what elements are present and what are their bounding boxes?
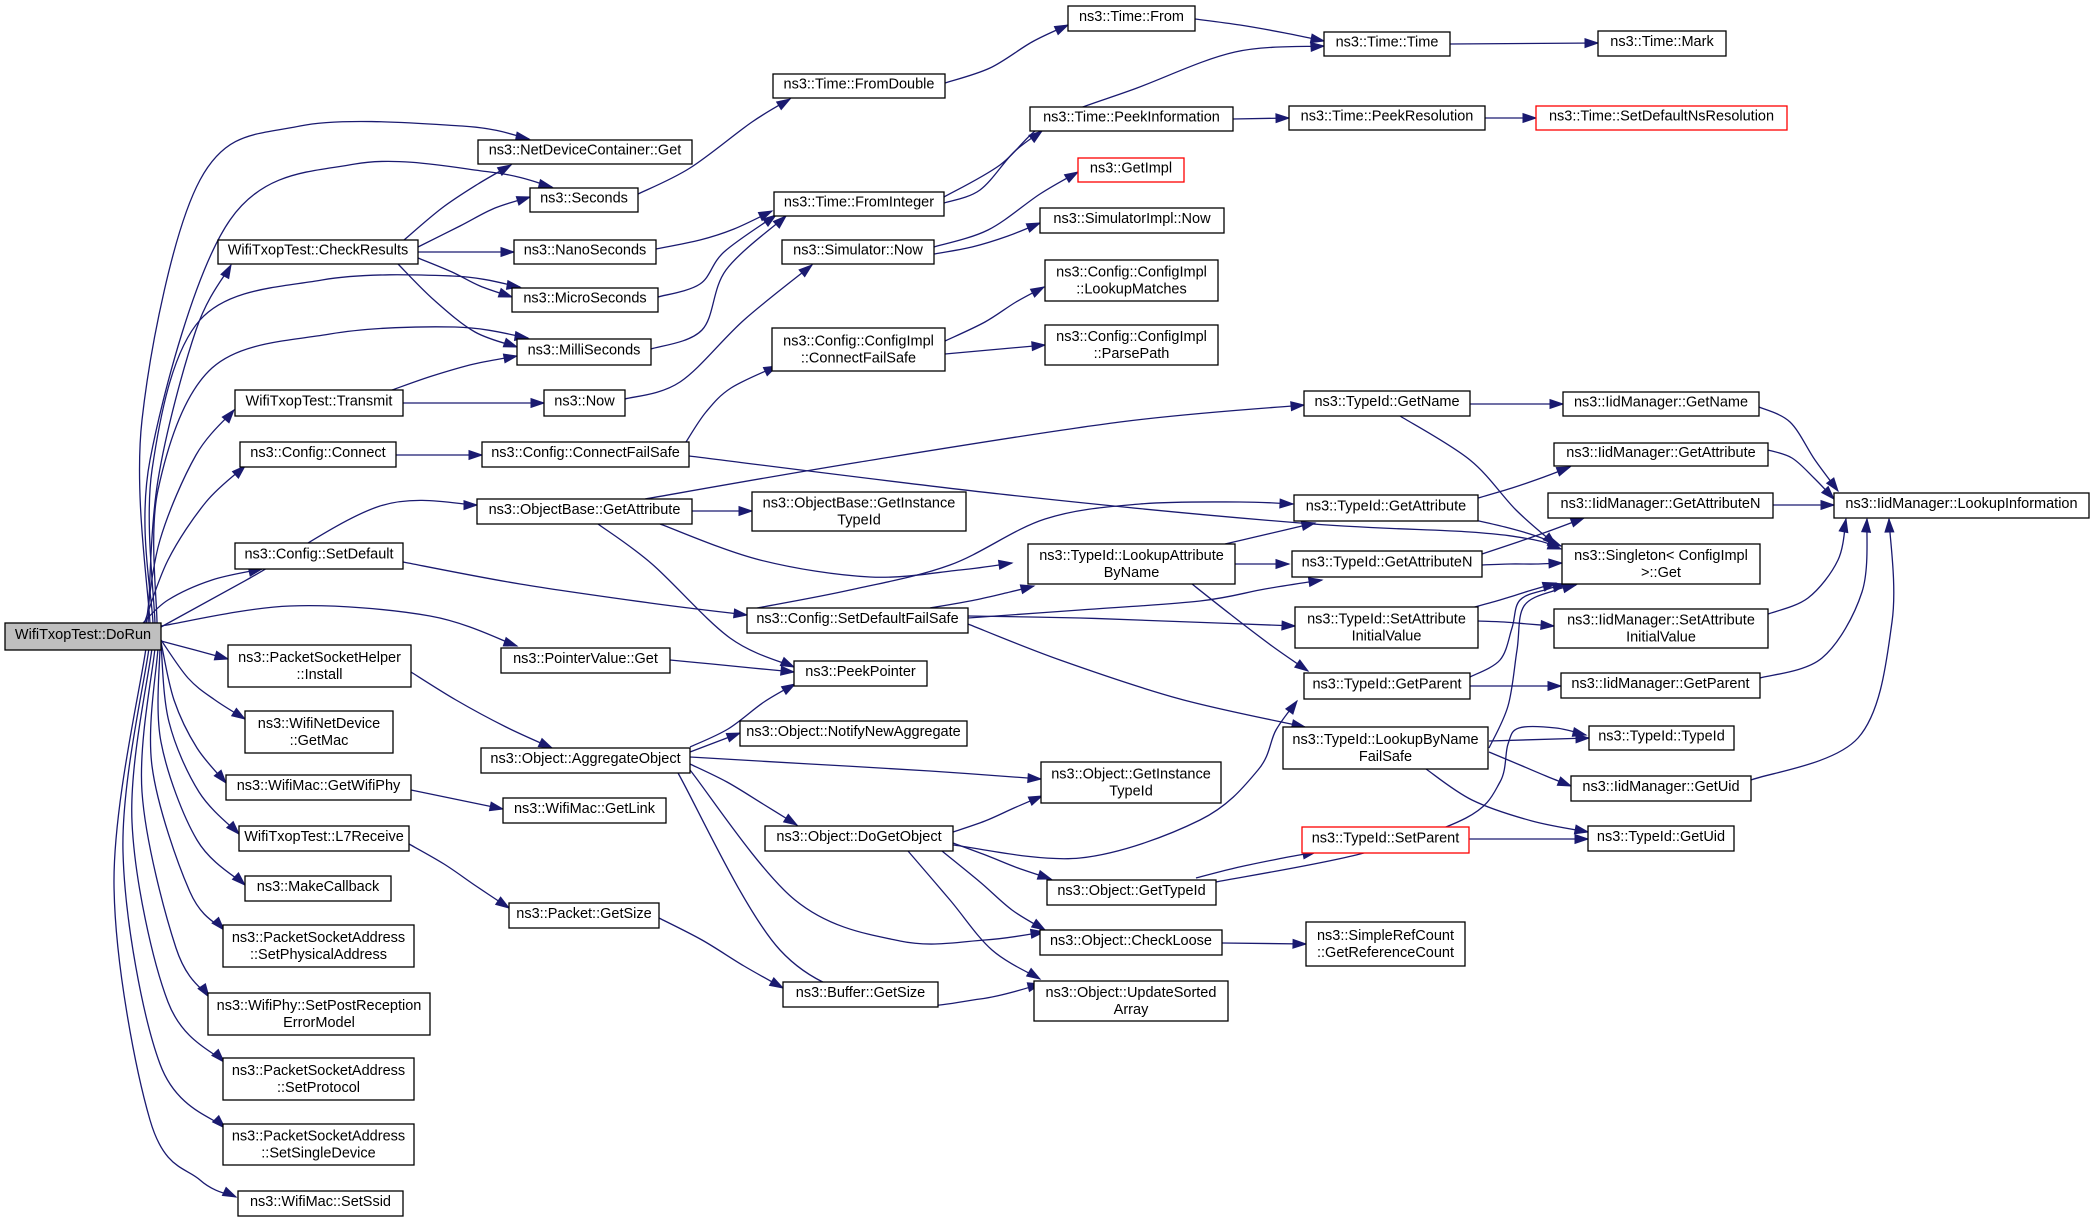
svg-text:ns3::IidManager::LookupInforma: ns3::IidManager::LookupInformation — [1845, 496, 2077, 512]
svg-text:ns3::ObjectBase::GetAttribute: ns3::ObjectBase::GetAttribute — [489, 502, 681, 518]
svg-text:::ConnectFailSafe: ::ConnectFailSafe — [801, 351, 916, 367]
svg-text:ns3::WifiPhy::SetPostReception: ns3::WifiPhy::SetPostReception — [217, 998, 422, 1014]
svg-text:ns3::TypeId::GetUid: ns3::TypeId::GetUid — [1597, 829, 1725, 845]
svg-text:ns3::Seconds: ns3::Seconds — [540, 190, 628, 206]
svg-text:ns3::TypeId::GetParent: ns3::TypeId::GetParent — [1312, 676, 1461, 692]
svg-text:::SetSingleDevice: ::SetSingleDevice — [261, 1146, 375, 1162]
svg-text:ns3::NetDeviceContainer::Get: ns3::NetDeviceContainer::Get — [489, 142, 682, 158]
svg-text:::LookupMatches: ::LookupMatches — [1076, 282, 1186, 298]
svg-text:ns3::Object::GetInstance: ns3::Object::GetInstance — [1051, 767, 1211, 783]
svg-text:ns3::Object::NotifyNewAggregat: ns3::Object::NotifyNewAggregate — [746, 724, 960, 740]
svg-text:InitialValue: InitialValue — [1352, 629, 1422, 645]
svg-text:ns3::Config::ConfigImpl: ns3::Config::ConfigImpl — [1056, 329, 1207, 345]
svg-text:ns3::TypeId::SetAttribute: ns3::TypeId::SetAttribute — [1307, 612, 1466, 628]
svg-text:WifiTxopTest::L7Receive: WifiTxopTest::L7Receive — [244, 829, 404, 845]
svg-text:ns3::PeekPointer: ns3::PeekPointer — [805, 664, 916, 680]
svg-text:ns3::TypeId::LookupAttribute: ns3::TypeId::LookupAttribute — [1039, 548, 1224, 564]
svg-text:::Install: ::Install — [297, 667, 343, 683]
svg-text:ns3::IidManager::SetAttribute: ns3::IidManager::SetAttribute — [1567, 613, 1755, 629]
svg-text:FailSafe: FailSafe — [1359, 749, 1412, 765]
svg-text:::ParsePath: ::ParsePath — [1094, 346, 1170, 362]
svg-text:ns3::Object::DoGetObject: ns3::Object::DoGetObject — [776, 829, 941, 845]
svg-text:::GetMac: ::GetMac — [290, 733, 349, 749]
svg-text:ns3::TypeId::TypeId: ns3::TypeId::TypeId — [1598, 728, 1725, 744]
svg-text:ns3::Packet::GetSize: ns3::Packet::GetSize — [516, 906, 651, 922]
svg-text:ns3::WifiMac::GetLink: ns3::WifiMac::GetLink — [514, 801, 656, 817]
svg-text:ns3::IidManager::GetAttributeN: ns3::IidManager::GetAttributeN — [1561, 496, 1761, 512]
svg-text:ns3::Now: ns3::Now — [554, 393, 615, 409]
svg-text:ns3::PacketSocketAddress: ns3::PacketSocketAddress — [232, 1063, 405, 1079]
svg-text:ns3::WifiMac::SetSsid: ns3::WifiMac::SetSsid — [250, 1194, 391, 1210]
svg-text:ns3::Time::Time: ns3::Time::Time — [1336, 34, 1439, 50]
svg-text:ErrorModel: ErrorModel — [283, 1015, 355, 1031]
svg-text:ns3::IidManager::GetUid: ns3::IidManager::GetUid — [1582, 779, 1739, 795]
svg-text:ns3::Buffer::GetSize: ns3::Buffer::GetSize — [796, 985, 926, 1001]
svg-text:ns3::PacketSocketHelper: ns3::PacketSocketHelper — [238, 650, 401, 666]
svg-text:ns3::IidManager::GetParent: ns3::IidManager::GetParent — [1571, 676, 1749, 692]
svg-text:ns3::Config::SetDefaultFailSaf: ns3::Config::SetDefaultFailSafe — [756, 611, 958, 627]
svg-text:Array: Array — [1114, 1002, 1149, 1018]
svg-text:WifiTxopTest::DoRun: WifiTxopTest::DoRun — [15, 627, 151, 643]
svg-text:ns3::IidManager::GetName: ns3::IidManager::GetName — [1574, 394, 1748, 410]
svg-text:ns3::Time::SetDefaultNsResolut: ns3::Time::SetDefaultNsResolution — [1549, 108, 1774, 124]
svg-text:ns3::IidManager::GetAttribute: ns3::IidManager::GetAttribute — [1566, 445, 1755, 461]
svg-text:ns3::ObjectBase::GetInstance: ns3::ObjectBase::GetInstance — [763, 496, 956, 512]
svg-text:ns3::Time::FromInteger: ns3::Time::FromInteger — [784, 194, 934, 210]
svg-text:ns3::PacketSocketAddress: ns3::PacketSocketAddress — [232, 1129, 405, 1145]
svg-text:>::Get: >::Get — [1641, 565, 1681, 581]
svg-text:ns3::Config::ConfigImpl: ns3::Config::ConfigImpl — [1056, 265, 1207, 281]
svg-text:ns3::MilliSeconds: ns3::MilliSeconds — [528, 342, 641, 358]
svg-text:TypeId: TypeId — [837, 513, 881, 529]
svg-text:ns3::Time::FromDouble: ns3::Time::FromDouble — [784, 76, 935, 92]
svg-text:ns3::MicroSeconds: ns3::MicroSeconds — [523, 290, 646, 306]
svg-text:WifiTxopTest::Transmit: WifiTxopTest::Transmit — [246, 393, 393, 409]
svg-text:ns3::SimpleRefCount: ns3::SimpleRefCount — [1317, 928, 1454, 944]
svg-text:ns3::Config::ConfigImpl: ns3::Config::ConfigImpl — [783, 334, 934, 350]
svg-text:::SetPhysicalAddress: ::SetPhysicalAddress — [250, 947, 387, 963]
svg-text:ns3::GetImpl: ns3::GetImpl — [1090, 160, 1172, 176]
svg-text:ns3::TypeId::SetParent: ns3::TypeId::SetParent — [1312, 830, 1460, 846]
svg-text:ns3::Object::UpdateSorted: ns3::Object::UpdateSorted — [1046, 985, 1217, 1001]
svg-text:ns3::Time::PeekResolution: ns3::Time::PeekResolution — [1301, 108, 1474, 124]
svg-text:ns3::SimulatorImpl::Now: ns3::SimulatorImpl::Now — [1053, 211, 1211, 227]
svg-text:ns3::Object::GetTypeId: ns3::Object::GetTypeId — [1057, 883, 1205, 899]
svg-text:ns3::TypeId::LookupByName: ns3::TypeId::LookupByName — [1292, 732, 1478, 748]
svg-text:ns3::Config::SetDefault: ns3::Config::SetDefault — [244, 546, 393, 562]
svg-text:ns3::WifiNetDevice: ns3::WifiNetDevice — [258, 716, 380, 732]
svg-text:ns3::NanoSeconds: ns3::NanoSeconds — [524, 242, 647, 258]
svg-text:ns3::Time::Mark: ns3::Time::Mark — [1610, 34, 1714, 50]
svg-text:::SetProtocol: ::SetProtocol — [277, 1080, 360, 1096]
svg-text:ns3::TypeId::GetAttributeN: ns3::TypeId::GetAttributeN — [1302, 554, 1473, 570]
svg-text:ns3::PacketSocketAddress: ns3::PacketSocketAddress — [232, 930, 405, 946]
svg-text:ns3::Config::ConnectFailSafe: ns3::Config::ConnectFailSafe — [491, 445, 680, 461]
svg-text:::GetReferenceCount: ::GetReferenceCount — [1317, 945, 1454, 961]
svg-text:ByName: ByName — [1104, 565, 1160, 581]
svg-text:ns3::Time::From: ns3::Time::From — [1079, 9, 1184, 25]
svg-text:ns3::PointerValue::Get: ns3::PointerValue::Get — [513, 651, 658, 667]
svg-text:WifiTxopTest::CheckResults: WifiTxopTest::CheckResults — [228, 242, 409, 258]
svg-text:ns3::Singleton< ConfigImpl: ns3::Singleton< ConfigImpl — [1574, 548, 1748, 564]
svg-text:ns3::Object::AggregateObject: ns3::Object::AggregateObject — [490, 751, 680, 767]
svg-text:InitialValue: InitialValue — [1626, 630, 1696, 646]
svg-text:TypeId: TypeId — [1109, 784, 1153, 800]
svg-text:ns3::WifiMac::GetWifiPhy: ns3::WifiMac::GetWifiPhy — [237, 778, 401, 794]
svg-text:ns3::TypeId::GetName: ns3::TypeId::GetName — [1314, 394, 1459, 410]
svg-text:ns3::Simulator::Now: ns3::Simulator::Now — [793, 242, 923, 258]
svg-text:ns3::Time::PeekInformation: ns3::Time::PeekInformation — [1043, 109, 1220, 125]
svg-text:ns3::MakeCallback: ns3::MakeCallback — [257, 879, 380, 895]
svg-text:ns3::TypeId::GetAttribute: ns3::TypeId::GetAttribute — [1306, 498, 1466, 514]
svg-text:ns3::Config::Connect: ns3::Config::Connect — [250, 445, 385, 461]
svg-text:ns3::Object::CheckLoose: ns3::Object::CheckLoose — [1050, 933, 1212, 949]
